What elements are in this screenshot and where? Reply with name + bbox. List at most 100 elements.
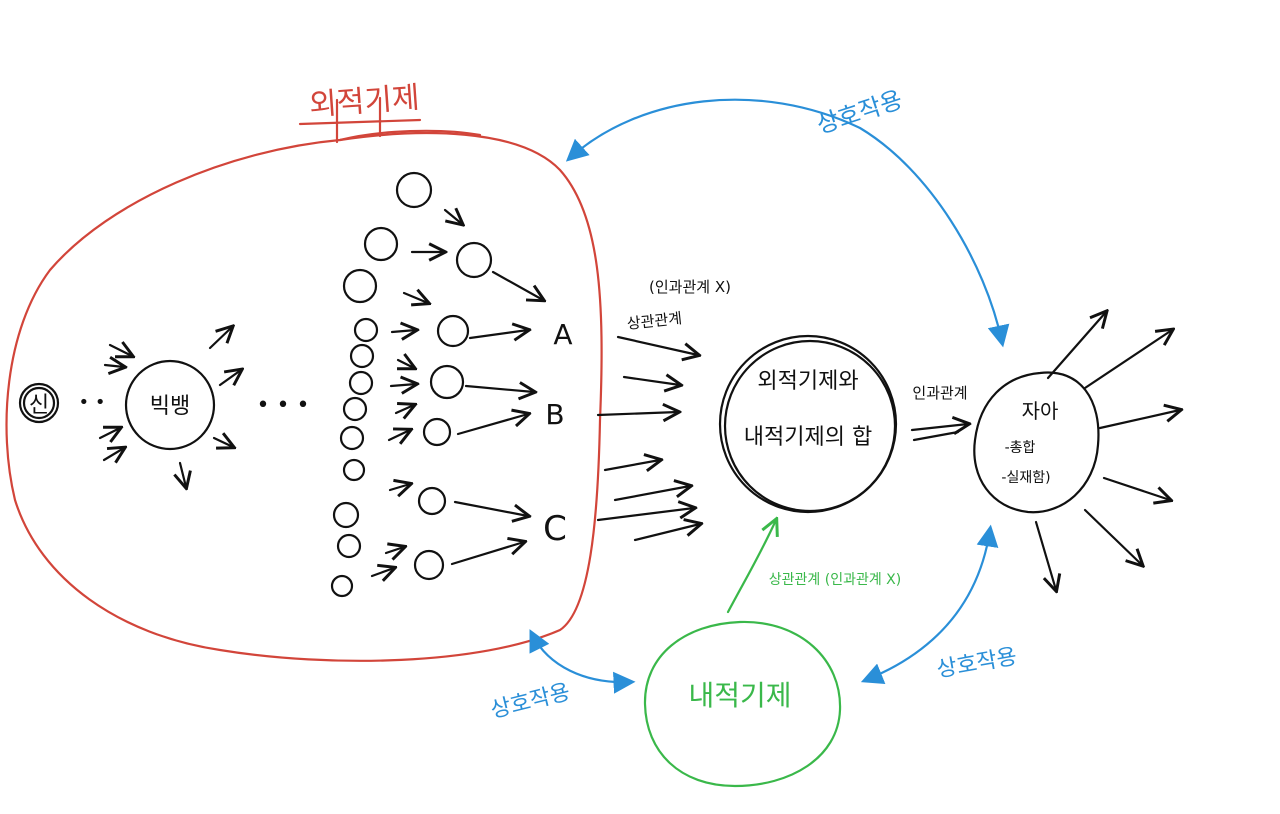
chain-circle <box>417 486 447 516</box>
flow-arrow <box>596 508 694 522</box>
flow-arrow <box>613 486 690 502</box>
chain-circle <box>429 364 465 400</box>
big-bang-label: 빅뱅 <box>150 394 190 419</box>
chain-arrow <box>443 210 462 224</box>
interaction-label-bottom-right: 상호작용 <box>935 644 1019 683</box>
internal-relation-label: 상관관계 (인과관계 X) <box>769 572 901 588</box>
chain-circle <box>395 171 433 209</box>
chain-arrow <box>384 547 404 553</box>
internal-mechanism-title: 내적기제 <box>688 679 791 712</box>
chain-circle <box>363 226 399 262</box>
god-dots: • • <box>79 392 106 413</box>
chain-circle <box>422 417 452 447</box>
outcome-label-b: B <box>545 398 564 431</box>
ellipsis-dots: • • • <box>257 393 310 418</box>
chain-arrow <box>370 568 394 576</box>
chain-circle <box>342 268 378 304</box>
ray-arrow <box>208 327 232 350</box>
self-ray <box>1046 312 1106 380</box>
god-node-inner <box>22 386 56 420</box>
chain-arrow <box>464 386 534 392</box>
chain-circle <box>436 314 470 348</box>
sum-node: 외적기제와 내적기제의 합 <box>718 334 898 514</box>
external-mechanism-group: 외적기제 신 • • 빅뱅 • • • <box>5 80 603 662</box>
causal-chain-circles <box>330 171 493 598</box>
ray-arrow <box>212 438 233 447</box>
self-ray <box>1083 508 1142 565</box>
chain-arrow <box>491 270 543 300</box>
label-correlation: 상관관계 <box>626 309 683 333</box>
chain-arrow <box>394 405 414 413</box>
flow-arrow <box>596 412 678 415</box>
self-node-title: 자아 <box>1022 399 1059 423</box>
external-mechanism-title: 외적기제 <box>308 80 421 123</box>
interaction-arrow-bottom-left <box>529 629 636 694</box>
external-boundary-stroke <box>338 129 482 142</box>
chain-circle <box>455 241 493 279</box>
chain-circle <box>330 574 354 598</box>
interaction-label-bottom-left: 상호작용 <box>488 680 573 724</box>
chain-arrow <box>456 414 528 436</box>
god-node-label: 신 <box>29 393 49 418</box>
external-title-underline <box>298 118 422 126</box>
interaction-label-top: 상호작용 <box>813 85 906 139</box>
big-bang-circle <box>124 359 216 451</box>
chain-arrow <box>389 384 416 386</box>
chain-circle <box>332 501 360 529</box>
ray-arrow <box>180 461 186 487</box>
self-node: 자아 -총합 -실재함) <box>973 371 1100 514</box>
chain-arrow <box>468 330 528 338</box>
causal-chain-arrows <box>370 210 543 576</box>
chain-circle <box>342 458 366 482</box>
chain-circle <box>336 533 362 559</box>
self-node-line1: -총합 <box>1005 440 1036 456</box>
internal-mechanism-circle <box>643 620 842 788</box>
chain-arrow <box>402 293 428 303</box>
ray-arrow <box>218 370 241 387</box>
self-node-rays <box>1034 312 1180 590</box>
interaction-arrows <box>529 98 1010 694</box>
chain-arrow <box>390 330 416 332</box>
interaction-arrow-top <box>565 98 1010 348</box>
sum-node-line1: 외적기제와 <box>757 369 858 394</box>
chain-arrow <box>450 542 524 566</box>
god-node-circle <box>18 382 60 424</box>
flow-arrow <box>622 377 680 385</box>
chain-circle <box>342 396 368 422</box>
causal-arrow-to-self-stroke <box>912 430 960 442</box>
causal-arrow-to-self <box>910 424 968 430</box>
flow-arrows-to-sum <box>596 335 700 542</box>
interaction-arrow-bottom-right <box>860 524 999 684</box>
internal-to-sum-arrow <box>726 520 776 614</box>
chain-circle <box>349 343 375 369</box>
chain-arrow <box>453 500 528 516</box>
flow-arrow <box>603 460 660 470</box>
ray-arrow <box>108 345 132 356</box>
ray-arrow <box>103 365 124 367</box>
chain-arrow <box>396 360 414 368</box>
internal-mechanism: 내적기제 상관관계 (인과관계 X) <box>643 520 901 788</box>
chain-circle <box>348 370 374 396</box>
flow-arrow <box>633 524 700 542</box>
chain-arrow <box>388 484 410 490</box>
self-ray <box>1102 476 1170 500</box>
self-ray <box>1098 410 1180 430</box>
label-not-causal: (인과관계 X) <box>649 278 731 296</box>
chain-circle <box>339 425 365 451</box>
self-node-circle <box>973 371 1100 514</box>
ray-arrow <box>98 428 120 438</box>
ray-arrow <box>102 448 124 460</box>
self-ray <box>1034 520 1056 590</box>
outcome-label-a: A <box>553 318 572 351</box>
self-ray <box>1083 330 1172 390</box>
label-causal: 인과관계 <box>912 384 967 402</box>
flow-arrow <box>616 335 698 355</box>
chain-circle <box>413 549 445 581</box>
big-bang-rays <box>98 327 241 487</box>
chain-arrow <box>387 430 410 440</box>
sum-node-line2: 내적기제의 합 <box>744 425 872 450</box>
chain-circle <box>353 317 379 343</box>
outcome-label-c: C <box>543 509 567 549</box>
self-node-line2: -실재함) <box>1001 470 1050 486</box>
